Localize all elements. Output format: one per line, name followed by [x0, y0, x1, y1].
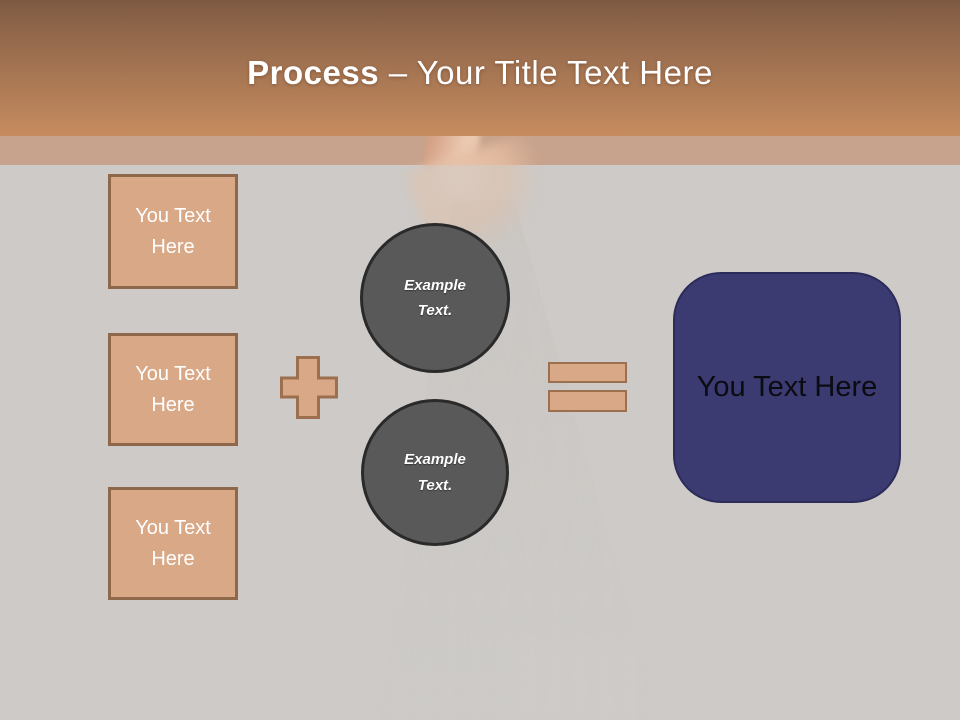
page-title: Process – Your Title Text Here	[0, 54, 960, 92]
input-box-1-label: You Text Here	[135, 204, 211, 258]
example-circle-2-label: Example Text.	[404, 451, 466, 494]
page-title-rest: – Your Title Text Here	[388, 54, 713, 91]
plus-icon	[280, 356, 338, 419]
input-box-1: You Text Here	[108, 174, 238, 289]
example-circle-1: Example Text.	[360, 223, 510, 373]
input-box-2-label: You Text Here	[135, 362, 211, 416]
page-title-keyword: Process	[247, 54, 380, 91]
input-box-3-label: You Text Here	[135, 516, 211, 570]
example-circle-2: Example Text.	[361, 399, 509, 546]
result-box: You Text Here	[673, 272, 901, 503]
example-circle-1-label: Example Text.	[404, 276, 466, 320]
equals-icon	[548, 362, 627, 383]
equals-icon	[548, 390, 627, 412]
slide-header: Process – Your Title Text Here	[0, 0, 960, 136]
result-box-label: You Text Here	[696, 371, 878, 403]
input-box-3: You Text Here	[108, 487, 238, 600]
input-box-2: You Text Here	[108, 333, 238, 446]
